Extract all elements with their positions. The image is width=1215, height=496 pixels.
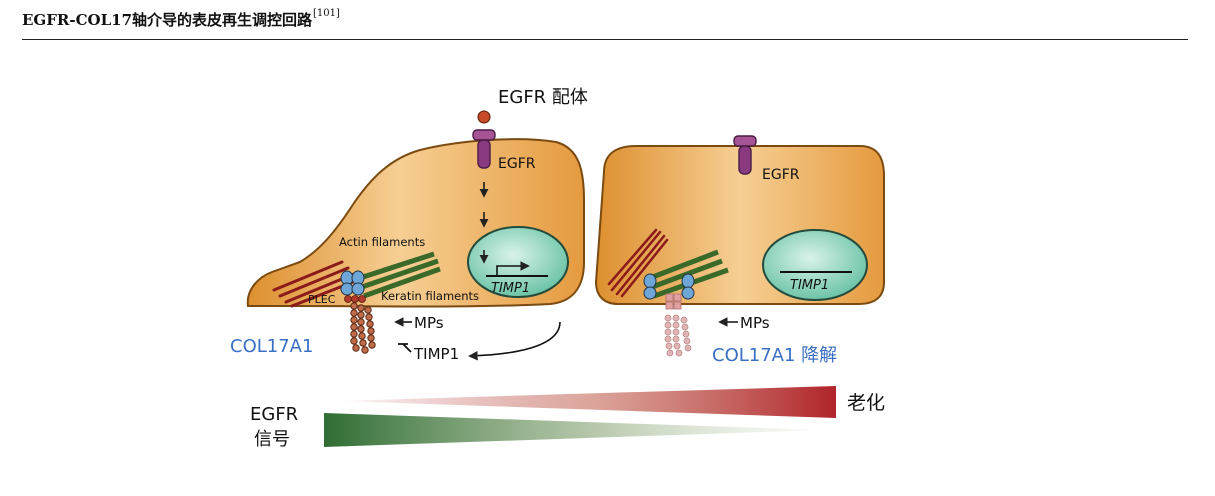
left-keratin-filaments [359,251,441,299]
egfr-signal-label-line1: EGFR [250,404,298,425]
right-timp1-gene-label: TIMP1 [790,278,829,293]
left-nucleus [467,226,569,298]
left-cell: TIMP1 [230,87,588,363]
egfr-ligand-dot [477,110,491,124]
right-actin-bundle [607,228,669,298]
right-plectin-complex [643,273,695,300]
right-egfr-receptor [733,135,757,175]
right-nucleus [762,229,868,301]
egfr-ligand-label: EGFR 配体 [498,87,588,108]
right-cell: TIMP1 [594,135,885,366]
right-col17-anchor-faded [665,293,682,310]
aging-label: 老化 [847,392,885,414]
keratin-filaments-label: Keratin filaments [381,289,479,303]
left-timp1-protein-label: TIMP1 [413,345,459,363]
caption-title: EGFR-COL17轴介导的表皮再生调控回路 [22,11,313,29]
caption-reference: [101] [313,8,340,19]
left-plectin-complex [340,270,365,296]
right-mps-label: MPs [740,314,770,332]
left-mps-label: MPs [414,314,444,332]
actin-filaments-label: Actin filaments [339,235,425,249]
right-egfr-label: EGFR [762,167,800,183]
egfr-signal-gradient-wedge [324,413,820,447]
aging-gradient-wedge [340,386,836,418]
col17a1-label: COL17A1 [230,336,313,357]
caption-rule [22,39,1188,40]
col17a1-degradation-label: COL17A1 降解 [712,345,837,366]
figure-caption: EGFR-COL17轴介导的表皮再生调控回路[101] [22,8,340,30]
left-col17-chain [350,302,376,354]
left-transcription-arrow [496,261,530,276]
left-col17-anchor [344,295,366,303]
left-egfr-label: EGFR [498,156,536,172]
timp1-inhibition-symbol [398,343,412,353]
egfr-signal-label-line2: 信号 [254,429,290,450]
plec-label: PLEC [308,293,336,306]
timp1-secretion-arrow [468,321,561,361]
left-timp1-gene-label: TIMP1 [491,281,530,296]
right-col17-degraded-chain [664,314,692,357]
left-egfr-receptor [472,129,496,169]
